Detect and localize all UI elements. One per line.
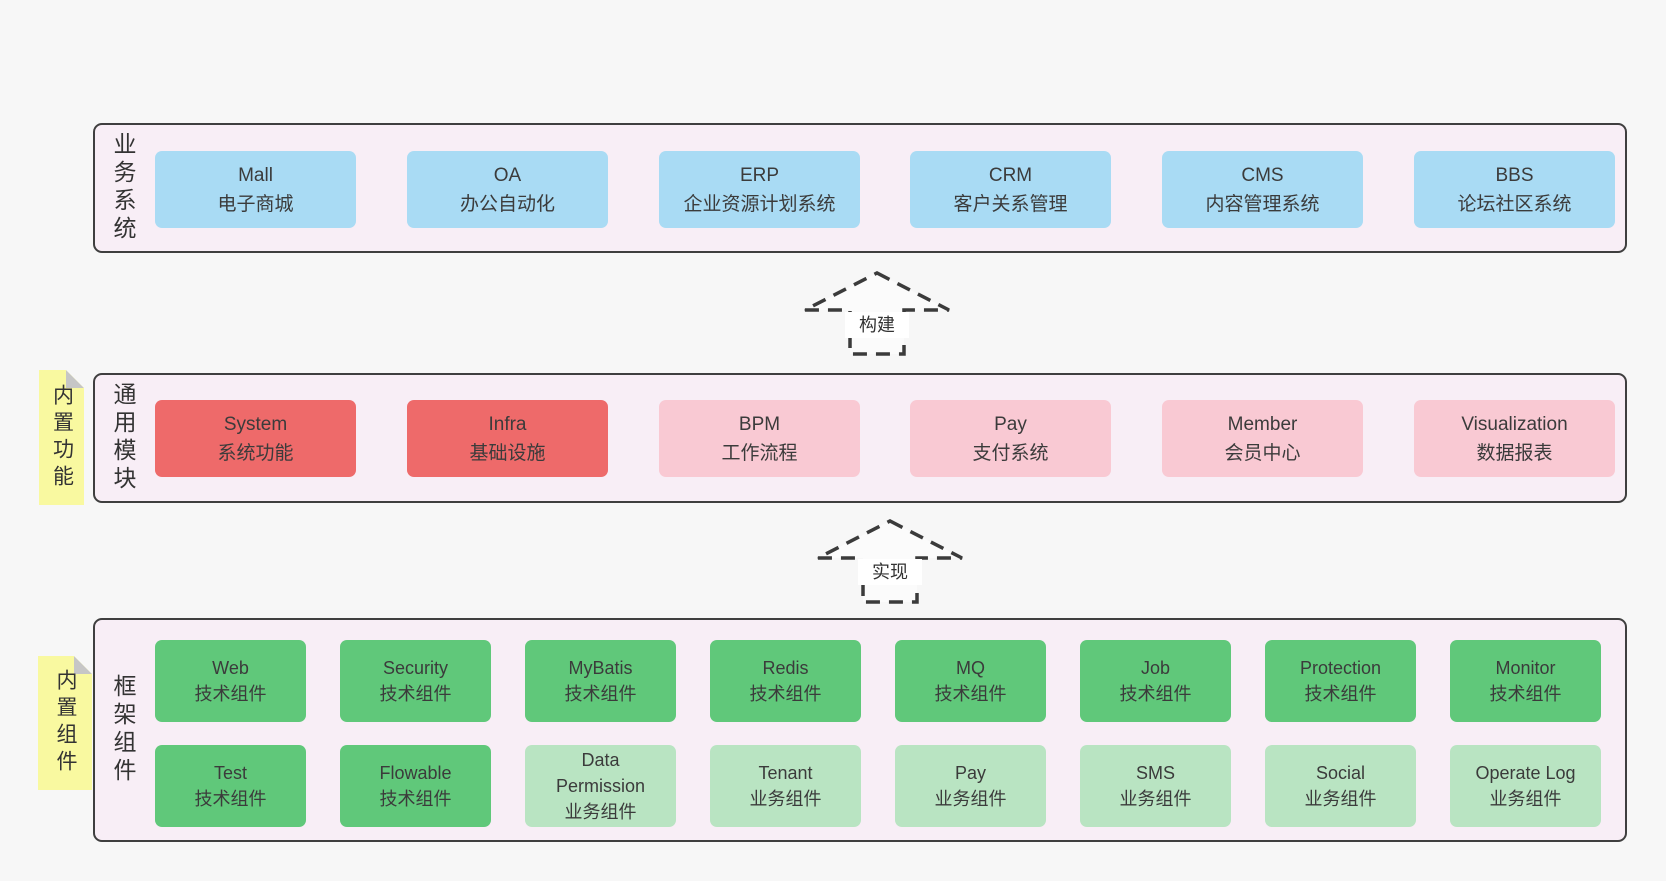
node-title: Web (212, 658, 249, 678)
builtin-features-sticky-label: 内置功能 (50, 383, 74, 492)
node-subtitle: 办公自动化 (459, 193, 555, 215)
node-title: Redis (762, 658, 809, 678)
node-subtitle: 企业资源计划系统 (683, 193, 836, 215)
node-crm: CRM 客户关系管理 (910, 151, 1111, 228)
node-mq: MQ 技术组件 (895, 640, 1046, 722)
node-pay-system: Pay 支付系统 (910, 400, 1111, 477)
node-title: Visualization (1461, 413, 1568, 435)
node-subtitle: 支付系统 (972, 442, 1049, 464)
node-sms: SMS 业务组件 (1080, 745, 1231, 827)
node-subtitle: 技术组件 (379, 684, 452, 704)
node-bpm: BPM 工作流程 (659, 400, 860, 477)
framework-components-panel: 框架组件 Web 技术组件 Security 技术组件 MyBatis 技术组件… (93, 618, 1627, 842)
node-title: Social (1315, 763, 1366, 783)
node-subtitle: 数据报表 (1476, 442, 1553, 464)
node-subtitle: 技术组件 (934, 684, 1007, 704)
node-title: Flowable (379, 763, 452, 783)
node-operate-log: Operate Log 业务组件 (1450, 745, 1601, 827)
node-subtitle: 技术组件 (749, 684, 822, 704)
node-title: CRM (988, 164, 1033, 186)
node-title: Pay (994, 413, 1027, 435)
node-subtitle: 业务组件 (749, 789, 822, 809)
node-data-permission: Data Permission 业务组件 (525, 745, 676, 827)
node-title: Protection (1299, 658, 1382, 678)
node-tenant: Tenant 业务组件 (710, 745, 861, 827)
node-test: Test 技术组件 (155, 745, 306, 827)
node-bbs: BBS 论坛社区系统 (1414, 151, 1615, 228)
node-title: CMS (1241, 164, 1284, 186)
node-title: Security (382, 658, 449, 678)
node-cms: CMS 内容管理系统 (1162, 151, 1363, 228)
build-arrow-label: 构建 (845, 312, 909, 338)
node-visualization: Visualization 数据报表 (1414, 400, 1615, 477)
node-title: Member (1227, 413, 1298, 435)
node-subtitle: 业务组件 (1489, 789, 1562, 809)
builtin-features-sticky: 内置功能 (39, 370, 84, 505)
node-oa: OA 办公自动化 (407, 151, 608, 228)
node-title: SMS (1135, 763, 1175, 783)
node-title: OA (493, 164, 522, 186)
node-title: MyBatis (568, 658, 633, 678)
node-title: MQ (956, 658, 985, 678)
node-subtitle: 技术组件 (564, 684, 637, 704)
node-title: Tenant (758, 763, 813, 783)
node-title: Monitor (1495, 658, 1556, 678)
node-subtitle: 技术组件 (194, 789, 267, 809)
node-erp: ERP 企业资源计划系统 (659, 151, 860, 228)
node-title: Job (1140, 658, 1171, 678)
node-redis: Redis 技术组件 (710, 640, 861, 722)
node-subtitle: 技术组件 (194, 684, 267, 704)
node-flowable: Flowable 技术组件 (340, 745, 491, 827)
node-title: Operate Log (1475, 763, 1576, 783)
node-protection: Protection 技术组件 (1265, 640, 1416, 722)
node-title: Data Permission (555, 750, 646, 796)
node-title: Test (213, 763, 247, 783)
business-systems-panel: 业务系统 Mall 电子商城 OA 办公自动化 ERP 企业资源计划系统 CRM… (93, 123, 1627, 253)
node-title: BBS (1495, 164, 1534, 186)
node-subtitle: 基础设施 (469, 442, 546, 464)
node-title: ERP (739, 164, 780, 186)
business-systems-label: 业务系统 (110, 132, 136, 244)
node-subtitle: 业务组件 (1304, 789, 1377, 809)
node-title: Mall (238, 164, 273, 186)
node-title: Infra (488, 413, 527, 435)
node-subtitle: 技术组件 (1119, 684, 1192, 704)
node-social: Social 业务组件 (1265, 745, 1416, 827)
node-member: Member 会员中心 (1162, 400, 1363, 477)
node-mybatis: MyBatis 技术组件 (525, 640, 676, 722)
node-subtitle: 电子商城 (217, 193, 294, 215)
node-subtitle: 业务组件 (1119, 789, 1192, 809)
framework-components-label: 框架组件 (110, 674, 136, 786)
node-web: Web 技术组件 (155, 640, 306, 722)
node-title: Pay (954, 763, 987, 783)
node-subtitle: 会员中心 (1224, 442, 1301, 464)
node-subtitle: 技术组件 (1304, 684, 1377, 704)
node-pay-component: Pay 业务组件 (895, 745, 1046, 827)
node-subtitle: 内容管理系统 (1205, 193, 1320, 215)
common-modules-panel: 通用模块 System 系统功能 Infra 基础设施 BPM 工作流程 Pay… (93, 373, 1627, 503)
node-job: Job 技术组件 (1080, 640, 1231, 722)
node-title: System (223, 413, 288, 435)
node-monitor: Monitor 技术组件 (1450, 640, 1601, 722)
node-title: BPM (738, 413, 781, 435)
node-infra: Infra 基础设施 (407, 400, 608, 477)
implement-arrow-label: 实现 (858, 559, 922, 585)
node-subtitle: 业务组件 (934, 789, 1007, 809)
node-security: Security 技术组件 (340, 640, 491, 722)
node-mall: Mall 电子商城 (155, 151, 356, 228)
builtin-components-sticky: 内置组件 (38, 656, 92, 790)
common-modules-label: 通用模块 (110, 382, 136, 494)
node-subtitle: 业务组件 (564, 802, 637, 822)
node-subtitle: 技术组件 (1489, 684, 1562, 704)
node-subtitle: 客户关系管理 (953, 193, 1068, 215)
builtin-components-sticky-label: 内置组件 (54, 669, 77, 777)
node-subtitle: 系统功能 (217, 442, 294, 464)
node-subtitle: 论坛社区系统 (1457, 193, 1572, 215)
node-subtitle: 工作流程 (721, 442, 798, 464)
node-subtitle: 技术组件 (379, 789, 452, 809)
node-system: System 系统功能 (155, 400, 356, 477)
